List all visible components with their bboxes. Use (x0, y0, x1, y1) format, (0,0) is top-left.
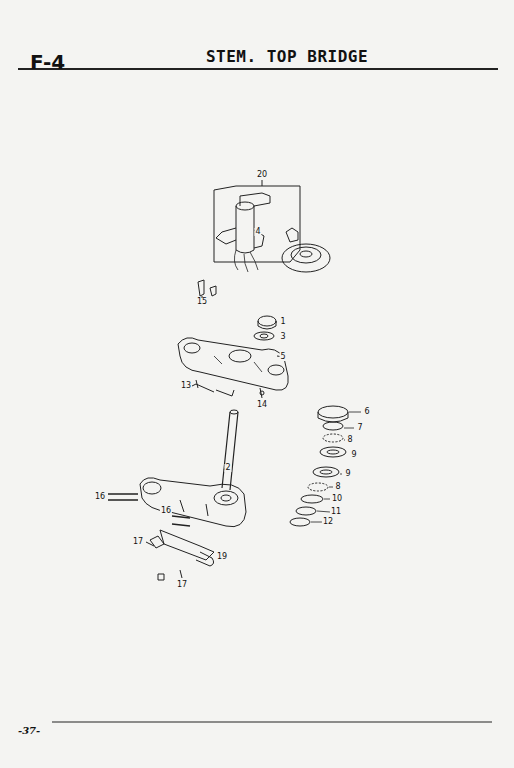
section-code: F-4 (30, 52, 65, 72)
callout-number: 10 (331, 495, 343, 503)
callout-number: 9 (350, 451, 357, 459)
callout-number: 9 (344, 470, 351, 478)
callout-number: 8 (346, 436, 353, 444)
callout-number: 17 (132, 538, 144, 546)
page-number: -37- (18, 726, 40, 736)
callout-number: 13 (180, 382, 192, 390)
callout-number: 16 (160, 507, 172, 515)
callout-number: 20 (256, 171, 268, 179)
callout-number: 7 (356, 424, 363, 432)
callout-number: 2 (224, 464, 231, 472)
callout-number: 4 (254, 228, 261, 236)
callout-number: 8 (334, 483, 341, 491)
callout-number: 3 (279, 333, 286, 341)
callout-number: 11 (330, 508, 342, 516)
callout-number: 14 (256, 401, 268, 409)
callout-number: 19 (216, 553, 228, 561)
callout-number: 6 (363, 408, 370, 416)
callout-number: 16 (94, 493, 106, 501)
callout-number: 12 (322, 518, 334, 526)
page-title: STEM. TOP BRIDGE (206, 49, 368, 65)
callout-number: 15 (196, 298, 208, 306)
callout-number: 1 (279, 318, 286, 326)
callout-number: 5 (279, 353, 286, 361)
callout-number: 17 (176, 581, 188, 589)
